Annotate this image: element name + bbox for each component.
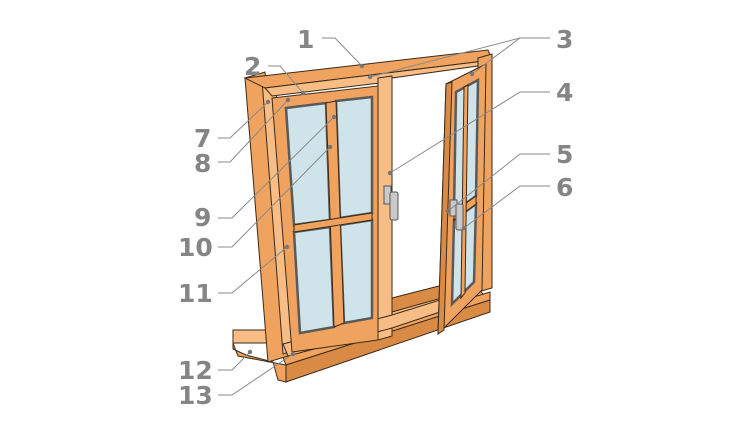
callout-9: 9 [194, 203, 211, 232]
leader-line-9 [218, 116, 335, 219]
leader-dot-12 [247, 349, 253, 355]
leader-line-11 [218, 246, 288, 294]
leader-dot-2 [300, 90, 306, 96]
leader-line-3b [471, 37, 550, 75]
leader-line-4 [389, 91, 550, 174]
callout-labels: 1 2 3 4 5 6 7 8 9 10 11 12 13 [178, 25, 573, 410]
leader-line-6 [463, 185, 550, 229]
leader-line-13 [218, 353, 294, 396]
leader-dot-7 [265, 99, 271, 105]
sill-front [232, 342, 287, 383]
glazing-bar-horizontal [293, 212, 373, 233]
leader-dot-10 [327, 144, 333, 150]
leader-lines [218, 37, 550, 396]
callout-7: 7 [194, 124, 211, 153]
leader-dot-8 [285, 97, 291, 103]
pane-top-left [284, 101, 332, 227]
leader-line-12 [218, 351, 251, 371]
leader-dot-9 [331, 114, 337, 120]
pane-top-right [334, 95, 374, 220]
left-sash [271, 85, 399, 353]
right-handle-lever [455, 203, 464, 231]
leader-dot-3a [367, 74, 373, 80]
callout-1: 1 [297, 25, 314, 54]
leader-dot-6 [461, 225, 467, 231]
left-handle-lever [389, 191, 399, 221]
leader-dot-11 [284, 244, 290, 250]
callout-10: 10 [178, 233, 213, 262]
leader-line-10 [218, 146, 331, 248]
callout-4: 4 [556, 78, 573, 107]
callout-5: 5 [556, 140, 573, 169]
callout-8: 8 [194, 149, 211, 178]
callout-2: 2 [244, 52, 261, 81]
glazing-bar-vertical [325, 100, 345, 328]
leader-dot-1 [359, 63, 365, 69]
leader-dot-3b [469, 71, 475, 77]
callout-13: 13 [178, 381, 213, 410]
leader-line-1 [322, 37, 363, 67]
leader-line-2 [268, 65, 304, 94]
callout-6: 6 [556, 173, 573, 202]
callout-11: 11 [178, 279, 213, 308]
leader-line-8 [218, 99, 289, 163]
callout-12: 12 [178, 356, 213, 385]
leader-dot-5 [445, 208, 451, 214]
leader-dot-13 [290, 351, 296, 357]
leader-line-5 [447, 153, 550, 212]
callout-3: 3 [556, 25, 573, 54]
right-sash [437, 63, 487, 336]
leader-line-7 [218, 101, 269, 139]
pane-bottom-right [338, 218, 374, 325]
right-sash-edge [437, 81, 453, 335]
pane-bottom-left [292, 225, 336, 335]
leader-dot-4 [387, 170, 393, 176]
